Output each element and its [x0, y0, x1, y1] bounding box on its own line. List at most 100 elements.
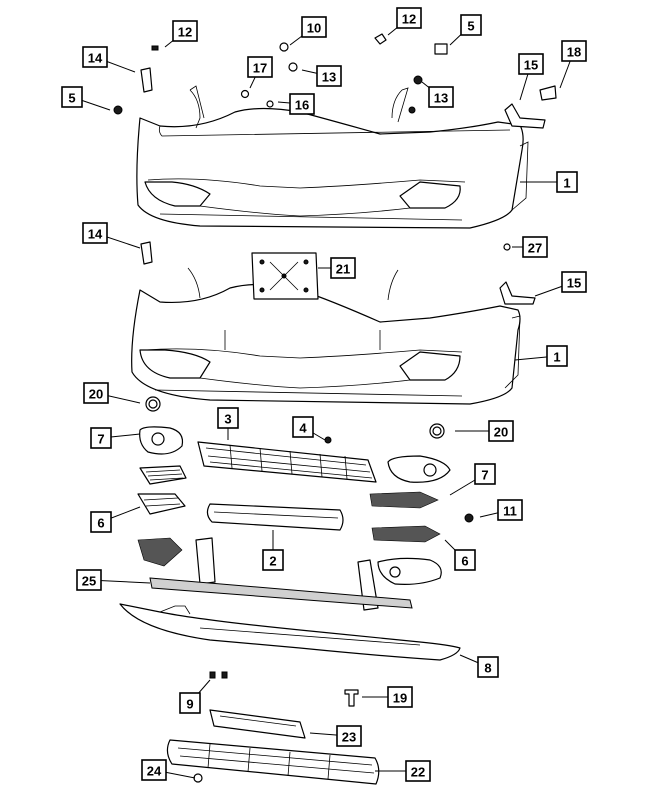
- clip-9-a: [209, 671, 216, 679]
- callout-3: 3: [217, 407, 239, 429]
- callout-box: [316, 65, 342, 87]
- screw-17: [240, 89, 250, 99]
- callout-number: 15: [524, 58, 538, 73]
- reinforcement-2: [206, 503, 344, 531]
- pushpin-13-right: [413, 75, 423, 85]
- callout-10: 10: [301, 16, 327, 38]
- callout-box: [141, 759, 167, 781]
- callout-7: 7: [474, 463, 496, 485]
- callout-box: [217, 407, 239, 429]
- callout-box: [460, 14, 482, 36]
- callout-number: 27: [528, 241, 542, 256]
- clip-24: [193, 773, 203, 783]
- callout-8: 8: [477, 656, 499, 678]
- callout-number: 13: [322, 70, 336, 85]
- callout-box: [90, 427, 112, 449]
- callout-number: 21: [336, 262, 350, 277]
- front-fascia-lower: [131, 267, 521, 405]
- clip-9-b: [221, 671, 228, 679]
- nut-5-right: [434, 43, 448, 55]
- callout-box: [172, 20, 198, 42]
- callout-box: [488, 420, 514, 442]
- nut-5-left: [113, 105, 123, 115]
- callout-box: [556, 171, 578, 193]
- screw-19: [344, 689, 359, 707]
- callout-number: 20: [494, 425, 508, 440]
- callout-number: 3: [224, 412, 231, 427]
- callout-27: 27: [522, 236, 548, 258]
- callout-box: [387, 686, 413, 708]
- callout-number: 22: [411, 765, 425, 780]
- bracket-15-lower: [499, 281, 536, 305]
- callout-number: 2: [269, 554, 276, 569]
- callout-box: [454, 549, 476, 571]
- callout-number: 23: [342, 730, 356, 745]
- callout-box: [405, 760, 431, 782]
- strip-25: [149, 577, 413, 609]
- callout-18: 18: [561, 40, 587, 62]
- callout-box: [546, 345, 568, 367]
- bracket-14-lower: [140, 241, 153, 265]
- callout-box: [179, 692, 201, 714]
- callout-7: 7: [90, 427, 112, 449]
- callout-number: 14: [88, 227, 103, 242]
- callout-box: [428, 86, 454, 108]
- callout-box: [301, 16, 327, 38]
- callout-4: 4: [292, 416, 314, 438]
- callout-24: 24: [141, 759, 167, 781]
- callout-box: [336, 725, 362, 747]
- absorber-support-left: [195, 537, 216, 585]
- license-plate-bracket-21: [251, 252, 319, 300]
- callout-14: 14: [82, 222, 108, 244]
- callout-number: 16: [295, 98, 309, 113]
- callout-6: 6: [454, 549, 476, 571]
- callout-box: [330, 257, 356, 279]
- bezel-6-right-lower: [377, 557, 442, 585]
- bracket-14-top: [140, 67, 153, 93]
- callout-20: 20: [488, 420, 514, 442]
- callout-box: [561, 40, 587, 62]
- callout-20: 20: [83, 382, 109, 404]
- callout-1: 1: [546, 345, 568, 367]
- callout-12: 12: [172, 20, 198, 42]
- bezel-7-right: [387, 455, 451, 483]
- callout-11: 11: [497, 499, 523, 521]
- callout-23: 23: [336, 725, 362, 747]
- callout-22: 22: [405, 760, 431, 782]
- pushpin-16: [266, 100, 274, 108]
- callout-box: [61, 86, 83, 108]
- callout-12: 12: [396, 7, 422, 29]
- callout-number: 14: [88, 51, 103, 66]
- callout-box: [477, 656, 499, 678]
- clip-12-right: [374, 33, 387, 45]
- callout-box: [396, 7, 422, 29]
- fog-lamp-parts: [137, 396, 451, 585]
- callout-box: [76, 569, 102, 591]
- callout-5: 5: [460, 14, 482, 36]
- clip-4: [324, 436, 332, 444]
- screw-11: [464, 513, 474, 523]
- callout-number: 7: [97, 432, 104, 447]
- callout-box: [292, 416, 314, 438]
- callout-number: 5: [467, 19, 474, 34]
- fastener-13-b: [408, 106, 416, 114]
- callout-13: 13: [428, 86, 454, 108]
- insert-6-right-upper: [371, 525, 441, 543]
- callout-box: [522, 236, 548, 258]
- callout-box: [82, 222, 108, 244]
- callout-number: 20: [89, 387, 103, 402]
- upper-fasteners: [113, 33, 557, 129]
- energy-absorber-22: [166, 739, 380, 785]
- clip-12-left: [151, 45, 159, 51]
- callout-13: 13: [316, 65, 342, 87]
- callout-number: 13: [434, 91, 448, 106]
- callout-21: 21: [330, 257, 356, 279]
- callout-number: 1: [553, 350, 560, 365]
- front-fascia-upper: [136, 85, 529, 229]
- bracket-15-top: [504, 103, 546, 129]
- callout-number: 1: [563, 176, 570, 191]
- callout-14: 14: [82, 46, 108, 68]
- callout-box: [90, 511, 112, 533]
